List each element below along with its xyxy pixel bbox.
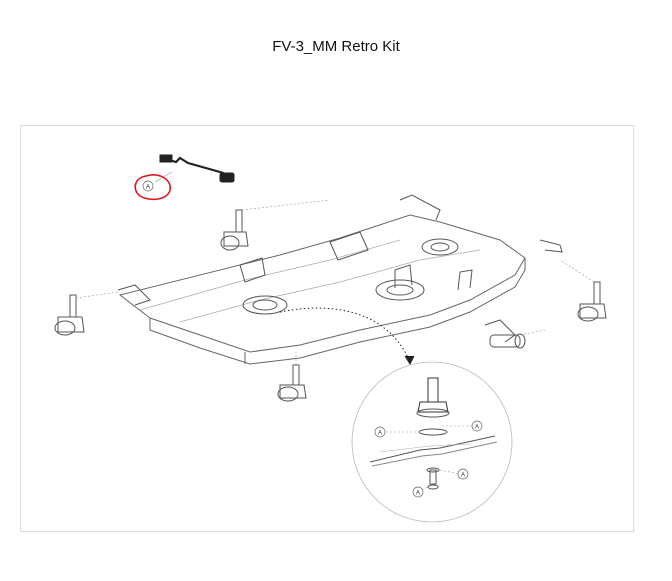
detail-leader-line (279, 307, 411, 363)
caster-right (559, 259, 607, 322)
svg-text:A: A (475, 425, 479, 431)
mower-deck (117, 194, 563, 365)
svg-text:A: A (461, 473, 465, 479)
link-rod-part (154, 154, 235, 183)
callout-a-rod: A (142, 180, 154, 192)
svg-text:A: A (416, 491, 420, 497)
caster-left (54, 291, 119, 336)
callout-a-spindle-left: A (374, 426, 386, 438)
svg-text:A: A (378, 431, 382, 437)
spindle-detail-view (351, 361, 513, 523)
page-title: FV-3_MM Retro Kit (272, 38, 400, 55)
callout-a-blade: A (457, 468, 469, 480)
diagram-frame (20, 125, 634, 532)
callout-a-spindle-right: A (471, 420, 483, 432)
caster-bottom (277, 352, 307, 402)
svg-text:A: A (146, 185, 150, 191)
roller-right (489, 329, 546, 349)
highlight-circle (134, 174, 171, 201)
caster-front-left (220, 199, 331, 251)
callout-a-bolt: A (412, 486, 424, 498)
